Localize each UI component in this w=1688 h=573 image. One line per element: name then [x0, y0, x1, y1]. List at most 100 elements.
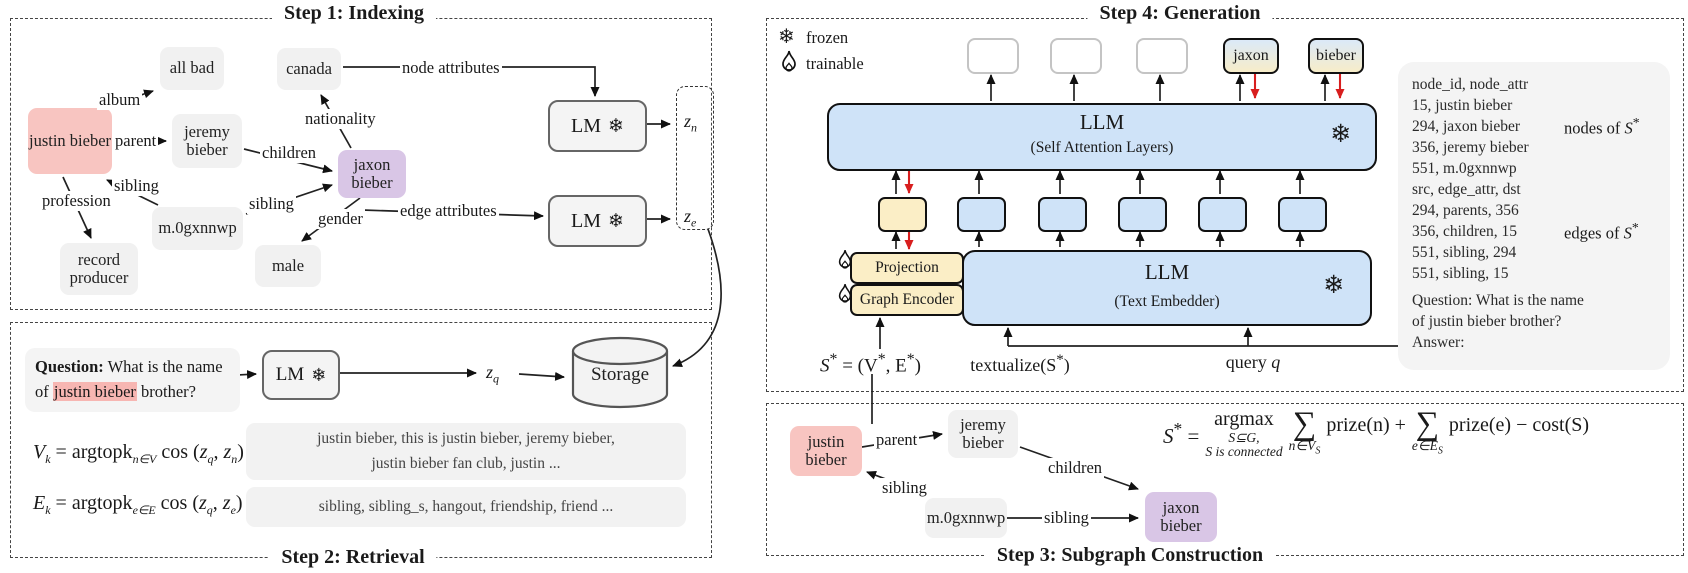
node-label: record producer — [69, 249, 129, 287]
info-qa-line: Answer: — [1412, 334, 1465, 351]
node-s3-m0gxnnwp: m.0gxnnwp — [925, 498, 1007, 538]
lm-box-nodes: LM ❄ — [548, 100, 647, 152]
snowflake-icon: ❄ — [608, 115, 624, 137]
panel-title-step4: Step 4: Generation — [1087, 2, 1273, 25]
edge-label-s3-sibling2: sibling — [1042, 508, 1091, 528]
info-node-line: node_id, node_attr — [1412, 76, 1529, 93]
edge-attributes-label: edge attributes — [398, 201, 499, 221]
z-q-label: zq — [486, 362, 500, 386]
retrieved-edges-box: sibling, sibling_s, hangout, friendship,… — [246, 487, 686, 527]
info-qa-line: Question: What is the name — [1412, 292, 1584, 309]
edge-label-gender: gender — [316, 209, 365, 229]
lm-box-query: LM ❄ — [262, 350, 340, 400]
snowflake-icon: ❄ — [311, 364, 327, 386]
node-jaxon-bieber: jaxon bieber — [338, 150, 406, 198]
panel-title-step2: Step 2: Retrieval — [269, 546, 437, 569]
snowflake-icon: ❄ — [1330, 119, 1351, 148]
node-label: justin bieber — [28, 130, 112, 150]
panel-title-step1: Step 1: Indexing — [271, 2, 437, 25]
retrieved-nodes-line: justin bieber fan club, justin ... — [371, 454, 561, 472]
node-canada: canada — [277, 48, 341, 90]
info-edge-line: 294, parents, 356 — [1412, 202, 1519, 219]
text-token — [1198, 197, 1247, 232]
edge-label-sibling-2: sibling — [247, 194, 296, 214]
flame-icon — [782, 50, 796, 72]
edge-label-sibling-1: sibling — [112, 176, 161, 196]
node-jeremy-bieber: jeremy bieber — [172, 114, 242, 168]
lm-box-edges: LM ❄ — [548, 195, 647, 247]
node-s3-justin-bieber: justin bieber — [790, 426, 862, 476]
question-label: Question: — [35, 357, 104, 376]
graph-token — [878, 197, 927, 232]
info-node-line: 294, jaxon bieber — [1412, 118, 1521, 135]
node-male: male — [255, 245, 321, 287]
node-label: jeremy bieber — [960, 414, 1006, 452]
retrieved-edges-line: sibling, sibling_s, hangout, friendship,… — [318, 497, 614, 515]
output-token-empty — [1136, 38, 1188, 74]
projection-box: Projection — [850, 252, 964, 284]
text-token — [1278, 197, 1327, 232]
node-label: all bad — [169, 58, 215, 78]
llm-text-embedder-box: LLM (Text Embedder) ❄ — [962, 250, 1372, 326]
node-label: justin bieber — [805, 431, 847, 469]
textualize-label: textualize(S*) — [970, 352, 1070, 375]
retrieved-nodes-box: justin bieber, this is justin bieber, je… — [246, 423, 686, 480]
edge-label-children: children — [260, 143, 319, 163]
question-box: Question: What is the name of justin bie… — [25, 348, 240, 412]
lm-label: LM — [571, 114, 602, 137]
flame-icon — [838, 249, 852, 269]
text-token — [1118, 197, 1167, 232]
edge-label-s3-parent: parent — [874, 430, 920, 450]
edge-label-album: album — [97, 90, 143, 110]
node-label: male — [271, 255, 305, 275]
node-label: m.0gxnnwp — [158, 218, 237, 238]
graph-encoder-box: Graph Encoder — [850, 284, 964, 316]
legend-trainable-label: trainable — [806, 54, 864, 73]
edge-label-s3-children: children — [1046, 458, 1105, 478]
subgraph-formula: S* = argmax S⊆G,S is connected ∑ n∈VS pr… — [1163, 405, 1590, 460]
node-label: canada — [286, 58, 332, 78]
retrieved-nodes-line: justin bieber, this is justin bieber, je… — [317, 430, 615, 448]
llm-te-subtitle: (Text Embedder) — [1114, 293, 1220, 310]
snowflake-icon: ❄ — [1323, 270, 1344, 299]
node-s3-jaxon-bieber: jaxon bieber — [1145, 492, 1217, 542]
info-edge-line: 551, sibling, 294 — [1412, 244, 1517, 261]
argmax-with-conditions: argmax S⊆G,S is connected — [1205, 408, 1283, 460]
snowflake-icon: ❄ — [778, 24, 795, 48]
snowflake-icon: ❄ — [608, 210, 624, 232]
node-all-bad: all bad — [160, 47, 224, 90]
legend-frozen-label: frozen — [806, 28, 849, 47]
edge-label-nationality: nationality — [303, 109, 378, 129]
node-label: jeremy bieber — [184, 121, 230, 159]
storage-label: Storage — [590, 364, 650, 385]
llm-te-title: LLM — [1144, 260, 1190, 284]
text-token — [957, 197, 1006, 232]
output-token-bieber: bieber — [1308, 38, 1364, 74]
info-edge-line: 551, sibling, 15 — [1412, 265, 1509, 282]
query-label: query q — [1225, 352, 1281, 372]
entity-highlight: justin bieber — [52, 381, 137, 401]
z-e-label: ze — [684, 206, 697, 230]
formula-ek: Ek = argtopke∈E cos (zq, ze) — [33, 492, 243, 517]
info-qa-line: of justin bieber brother? — [1412, 313, 1562, 330]
info-node-line: 15, justin bieber — [1412, 97, 1513, 114]
node-label: jaxon bieber — [351, 154, 393, 192]
node-label: jaxon bieber — [1160, 497, 1202, 535]
text-token — [1038, 197, 1087, 232]
z-n-label: zn — [684, 111, 698, 135]
node-record-producer: record producer — [60, 243, 138, 295]
output-token-jaxon: jaxon — [1223, 38, 1279, 74]
nodes-of-s-label: nodes of S* — [1564, 115, 1640, 138]
info-edge-line: src, edge_attr, dst — [1412, 181, 1521, 198]
edge-label-profession: profession — [40, 191, 113, 211]
info-node-line: 551, m.0gxnnwp — [1412, 160, 1517, 177]
edge-label-parent: parent — [113, 131, 159, 151]
llm-sa-title: LLM — [1079, 110, 1125, 134]
output-token-empty — [967, 38, 1019, 74]
info-panel — [1398, 62, 1670, 370]
node-m0gxnnwp: m.0gxnnwp — [152, 207, 243, 250]
output-token-empty — [1050, 38, 1102, 74]
node-justin-bieber: justin bieber — [28, 108, 112, 174]
edge-label-s3-sibling1: sibling — [880, 478, 929, 498]
